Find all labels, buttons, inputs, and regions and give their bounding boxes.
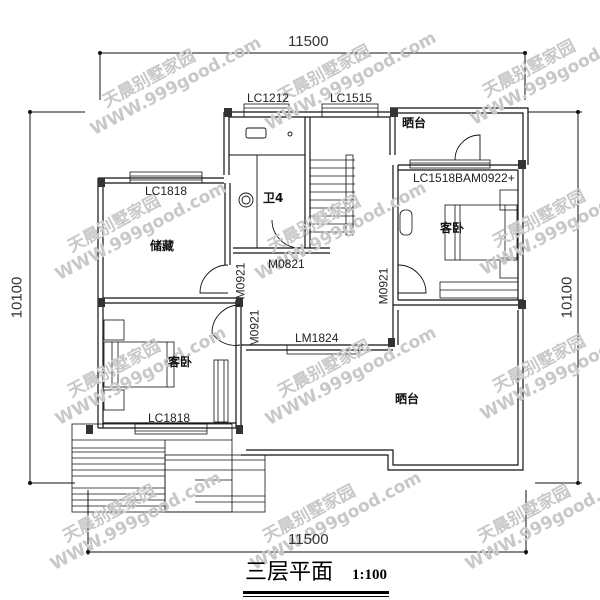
room-label-bathroom: 卫4 [263, 191, 284, 205]
dimension-lines [28, 52, 582, 555]
walls [97, 107, 529, 471]
title-underline-thin [243, 596, 389, 597]
window-label-west-bedroom: LC1818 [148, 411, 191, 425]
deck-hatch [71, 423, 266, 513]
door-label-storage: M0921 [233, 262, 248, 300]
sliding-door-label: LM1824 [295, 331, 339, 345]
window-label-storage: LC1818 [145, 184, 188, 198]
bathroom-fixtures [229, 127, 305, 248]
drawing-scale: 1:100 [352, 567, 387, 583]
door-label-m0821: M0821 [268, 257, 305, 271]
dimension-ticks [28, 51, 580, 554]
dimension-bottom: 11500 [288, 531, 329, 548]
columns [86, 108, 526, 434]
door-label-east-bedroom: M0921 [376, 267, 391, 305]
room-label-south-terrace: 晒台 [395, 392, 420, 406]
window-door-label-east: LC1518BAM0922+ [413, 171, 515, 185]
window-label-lc1212: LC1212 [247, 91, 290, 105]
window-label-lc1515: LC1515 [330, 91, 373, 105]
dimension-right: 10100 [558, 276, 576, 319]
room-label-east-bedroom: 客卧 [440, 221, 465, 235]
room-label-north-balcony: 晒台 [402, 116, 427, 130]
room-label-west-bedroom: 客卧 [168, 355, 193, 369]
doors [199, 134, 481, 346]
east-bedroom-furniture [399, 189, 519, 299]
stair [310, 154, 355, 236]
dimension-top: 11500 [288, 33, 329, 50]
dimension-left: 10100 [8, 276, 26, 319]
title-underline-thick [243, 591, 389, 594]
door-label-west-bedroom: M0921 [247, 309, 262, 347]
room-label-storage: 储藏 [150, 239, 175, 253]
windows [129, 103, 491, 435]
drawing-title: 三层平面 [245, 560, 334, 585]
west-bedroom-furniture [103, 319, 229, 423]
